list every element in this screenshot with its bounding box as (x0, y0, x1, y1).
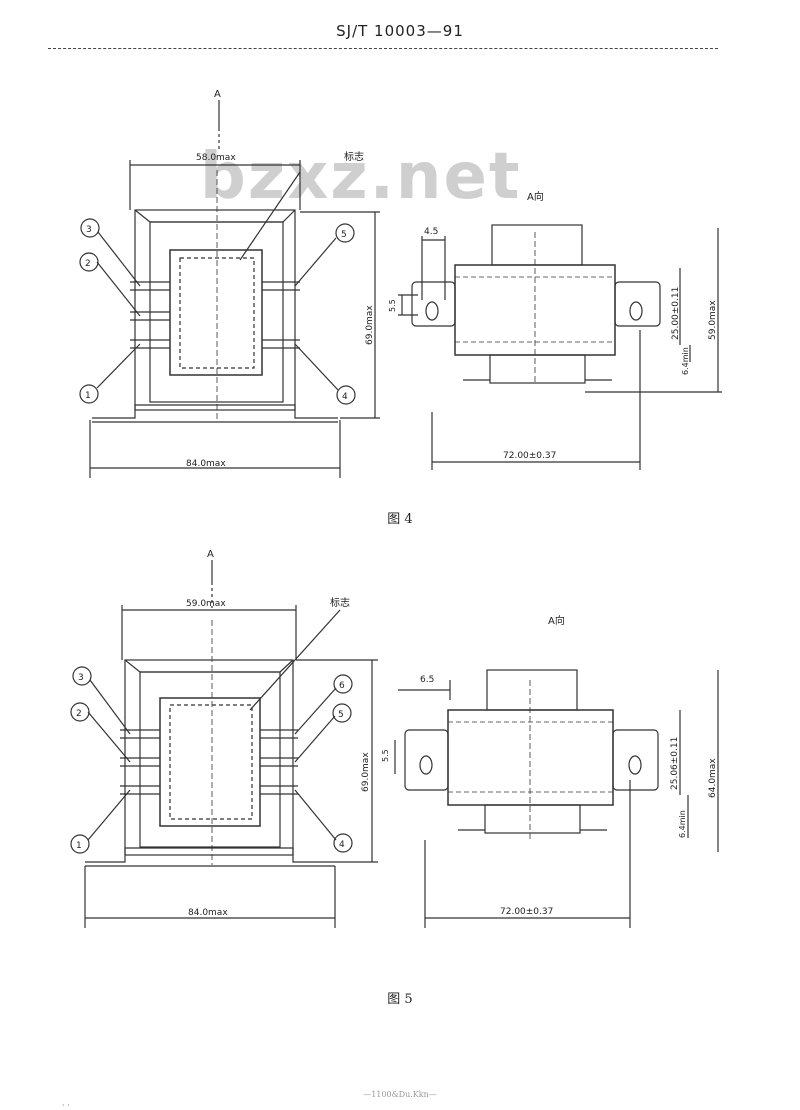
dim5-mount: 72.00±0.37 (500, 907, 553, 917)
dim5-side-height: 64.0max (708, 758, 718, 798)
side5-bottom-core (484, 804, 581, 834)
pin-label-3: 3 (86, 225, 92, 235)
pin5-circle-5 (332, 703, 352, 723)
pin5-label-6: 6 (339, 681, 345, 691)
figure-4-drawing: A 58.0max 标志 84.0max 69.0max 3 2 1 5 4 A… (79, 89, 722, 478)
pin-circle-1 (79, 384, 99, 404)
left-ear (411, 281, 456, 327)
page-footer: —1100&Du.Kkn— (363, 1090, 437, 1099)
dim-pitch: 4.5 (424, 227, 438, 237)
dim-front-height: 69.0max (365, 305, 375, 345)
figure-5-drawing: A 59.0max 标志 84.0max 69.0max 3 2 1 6 5 4… (70, 549, 719, 928)
dim-mount: 72.00±0.37 (503, 451, 556, 461)
pin5-circle-4 (333, 833, 353, 853)
side5-body (447, 709, 614, 806)
right-hole (629, 301, 643, 321)
left5-hole (419, 755, 433, 775)
dim-side-height: 59.0max (708, 300, 718, 340)
pin-circle-2 (79, 252, 99, 272)
mark-label: 标志 (344, 150, 364, 163)
pin5-label-4: 4 (339, 840, 345, 850)
side-bottom-core (489, 354, 586, 384)
dim5-pitch: 6.5 (420, 675, 434, 685)
figure-4-caption: 图 4 (387, 512, 413, 527)
dim-pin-span: 25.00±0.11 (671, 287, 681, 340)
pin-circle-5 (335, 223, 355, 243)
header-rule (48, 48, 718, 49)
dim-min-height: 6.4min (681, 347, 690, 375)
coil-bobbin (169, 249, 263, 376)
frame-outer (134, 209, 296, 411)
view5-arrow-label: A (207, 549, 214, 560)
dim-hole: 5.5 (388, 299, 397, 312)
pin-label-2: 2 (85, 259, 91, 269)
coil5-bobbin (159, 697, 261, 827)
pin-circle-3 (80, 218, 100, 238)
dim5-bottom-width: 84.0max (188, 908, 228, 918)
pin5-circle-6 (333, 674, 353, 694)
corner-mark: · · (62, 1101, 70, 1110)
pin-label-5: 5 (341, 230, 347, 240)
pin5-label-3: 3 (78, 673, 84, 683)
pin-circle-4 (336, 385, 356, 405)
standard-number: SJ/T 10003—91 (336, 22, 464, 40)
dim5-top-width: 59.0max (186, 599, 226, 609)
figure-5-caption: 图 5 (387, 992, 413, 1007)
left-hole (425, 301, 439, 321)
pin-label-1: 1 (85, 391, 91, 401)
dim5-front-height: 69.0max (361, 752, 371, 792)
left5-ear (404, 729, 449, 791)
mark5-label: 标志 (330, 596, 350, 609)
pin-label-4: 4 (342, 392, 348, 402)
pin5-circle-3 (72, 666, 92, 686)
side-top-core (491, 224, 583, 266)
pin5-label-2: 2 (76, 709, 82, 719)
side5-top-core (486, 669, 578, 711)
dim-bottom-width: 84.0max (186, 459, 226, 469)
view5-label: A向 (548, 614, 565, 627)
view-arrow-label: A (214, 89, 221, 100)
dim5-pin-span: 25.06±0.11 (670, 737, 680, 790)
right5-ear (612, 729, 659, 791)
pin5-label-5: 5 (338, 710, 344, 720)
dim5-hole: 5.5 (381, 749, 390, 762)
pin5-label-1: 1 (76, 841, 82, 851)
pin5-circle-1 (70, 834, 90, 854)
watermark: bzxz.net (200, 140, 522, 214)
frame5-inner (139, 671, 281, 848)
right-ear (614, 281, 661, 327)
dim5-min-height: 6.4min (678, 810, 687, 838)
dim-top-width: 58.0max (196, 153, 236, 163)
view-label: A向 (527, 190, 544, 203)
right5-hole (628, 755, 642, 775)
pin5-circle-2 (70, 702, 90, 722)
